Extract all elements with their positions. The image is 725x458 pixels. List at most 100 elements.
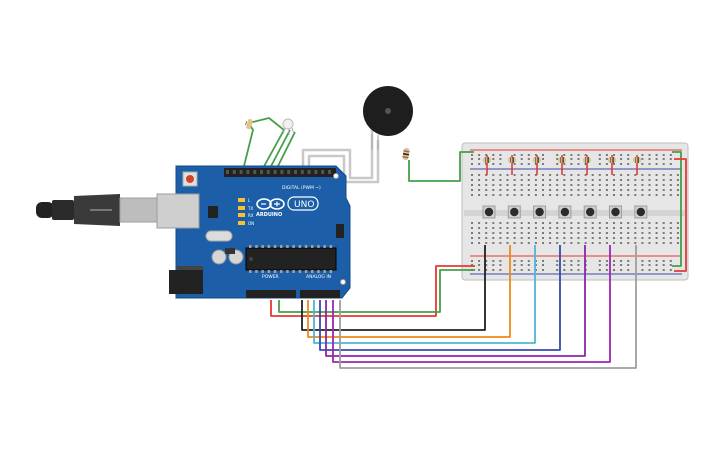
breadboard-hole [676, 222, 679, 224]
breadboard-hole [655, 189, 658, 191]
push-button[interactable] [533, 205, 547, 219]
resistor[interactable] [583, 157, 591, 163]
breadboard-hole [549, 242, 552, 244]
breadboard-hole [527, 269, 530, 271]
resistor[interactable] [508, 157, 516, 163]
breadboard-hole [577, 222, 580, 224]
breadboard[interactable] [461, 142, 689, 281]
breadboard-hole [662, 237, 665, 239]
label-l: L [248, 198, 251, 203]
resistor-band [535, 157, 537, 163]
breadboard-hole [563, 237, 566, 239]
breadboard-hole [563, 189, 566, 191]
breadboard-hole [499, 264, 502, 266]
resistor[interactable] [533, 157, 541, 163]
breadboard-hole [641, 174, 644, 176]
breadboard-hole [570, 174, 573, 176]
breadboard-hole [577, 174, 580, 176]
resistor[interactable] [483, 157, 491, 163]
chip-pin [311, 270, 314, 273]
breadboard-hole [620, 242, 623, 244]
resistor-body [608, 157, 616, 163]
resistor-band [487, 157, 489, 163]
wire-led-2 [268, 129, 291, 171]
breadboard-hole [534, 189, 537, 191]
push-button[interactable] [558, 205, 572, 219]
breadboard-hole [542, 264, 544, 266]
breadboard-hole [655, 163, 658, 165]
breadboard-hole [485, 194, 488, 196]
chip-pin [261, 245, 264, 248]
breadboard-hole [534, 232, 537, 234]
breadboard-hole [620, 260, 623, 262]
breadboard-hole [669, 179, 672, 181]
breadboard-hole [570, 189, 573, 191]
breadboard-hole [655, 264, 658, 266]
resistor[interactable] [558, 157, 566, 163]
breadboard-hole [534, 194, 537, 196]
resistor-band [610, 157, 612, 163]
wire-a0 [301, 245, 486, 331]
breadboard-hole [627, 158, 630, 160]
resistor-band [510, 157, 512, 163]
breadboard-hole [669, 242, 672, 244]
usb-cable[interactable] [36, 194, 159, 226]
breadboard-hole [471, 222, 473, 224]
breadboard-hole [627, 269, 630, 271]
breadboard-hole [598, 237, 601, 239]
label-tx: TX [247, 206, 253, 211]
push-button[interactable] [583, 205, 597, 219]
breadboard-hole [492, 154, 495, 156]
led-tx-icon [238, 206, 245, 210]
breadboard-hole [641, 237, 644, 239]
breadboard-hole [641, 184, 644, 186]
breadboard-hole [499, 158, 502, 160]
breadboard-hole [513, 189, 516, 191]
breadboard-hole [471, 174, 473, 176]
breadboard-hole [549, 194, 552, 196]
breadboard-hole [620, 232, 623, 234]
header-pin [321, 170, 325, 174]
breadboard-hole [655, 237, 658, 239]
breadboard-hole [577, 232, 580, 234]
chip-pin [292, 245, 295, 248]
breadboard-hole [556, 179, 559, 181]
wire-led-resistor [242, 122, 254, 171]
breadboard-hole [534, 179, 537, 181]
push-button[interactable] [482, 205, 496, 219]
breadboard-hole [605, 163, 608, 165]
breadboard-hole [520, 158, 523, 160]
push-button[interactable] [609, 205, 622, 219]
led-l-icon [238, 198, 245, 202]
piezo-buzzer[interactable] [363, 86, 413, 161]
breadboard-hole [676, 194, 679, 196]
arduino-uno[interactable]: L TX RX ON ARDUINO UNO DIGITAL (PWM ~) P… [156, 165, 351, 299]
breadboard-hole [570, 158, 573, 160]
breadboard-hole [605, 232, 608, 234]
breadboard-hole [563, 222, 566, 224]
breadboard-hole [669, 184, 672, 186]
breadboard-hole [492, 158, 495, 160]
breadboard-hole [605, 237, 608, 239]
resistor[interactable] [608, 157, 616, 163]
breadboard-hole [641, 154, 644, 156]
breadboard-hole [542, 232, 544, 234]
power-label: POWER [262, 274, 279, 280]
breadboard-hole [513, 232, 516, 234]
resistor[interactable] [633, 157, 641, 163]
breadboard-hole [655, 222, 658, 224]
breadboard-hole [506, 237, 509, 239]
breadboard-hole [563, 184, 566, 186]
push-button[interactable] [634, 205, 648, 219]
crystal [205, 230, 233, 242]
chip-pin [255, 270, 258, 273]
breadboard-hole [655, 242, 658, 244]
breadboard-hole [577, 163, 580, 165]
push-button[interactable] [507, 205, 521, 219]
breadboard-hole [627, 232, 630, 234]
resistor-band [512, 157, 514, 163]
breadboard-hole [556, 222, 559, 224]
led-resistor-assembly[interactable] [245, 118, 295, 135]
usb-jack [156, 193, 200, 229]
